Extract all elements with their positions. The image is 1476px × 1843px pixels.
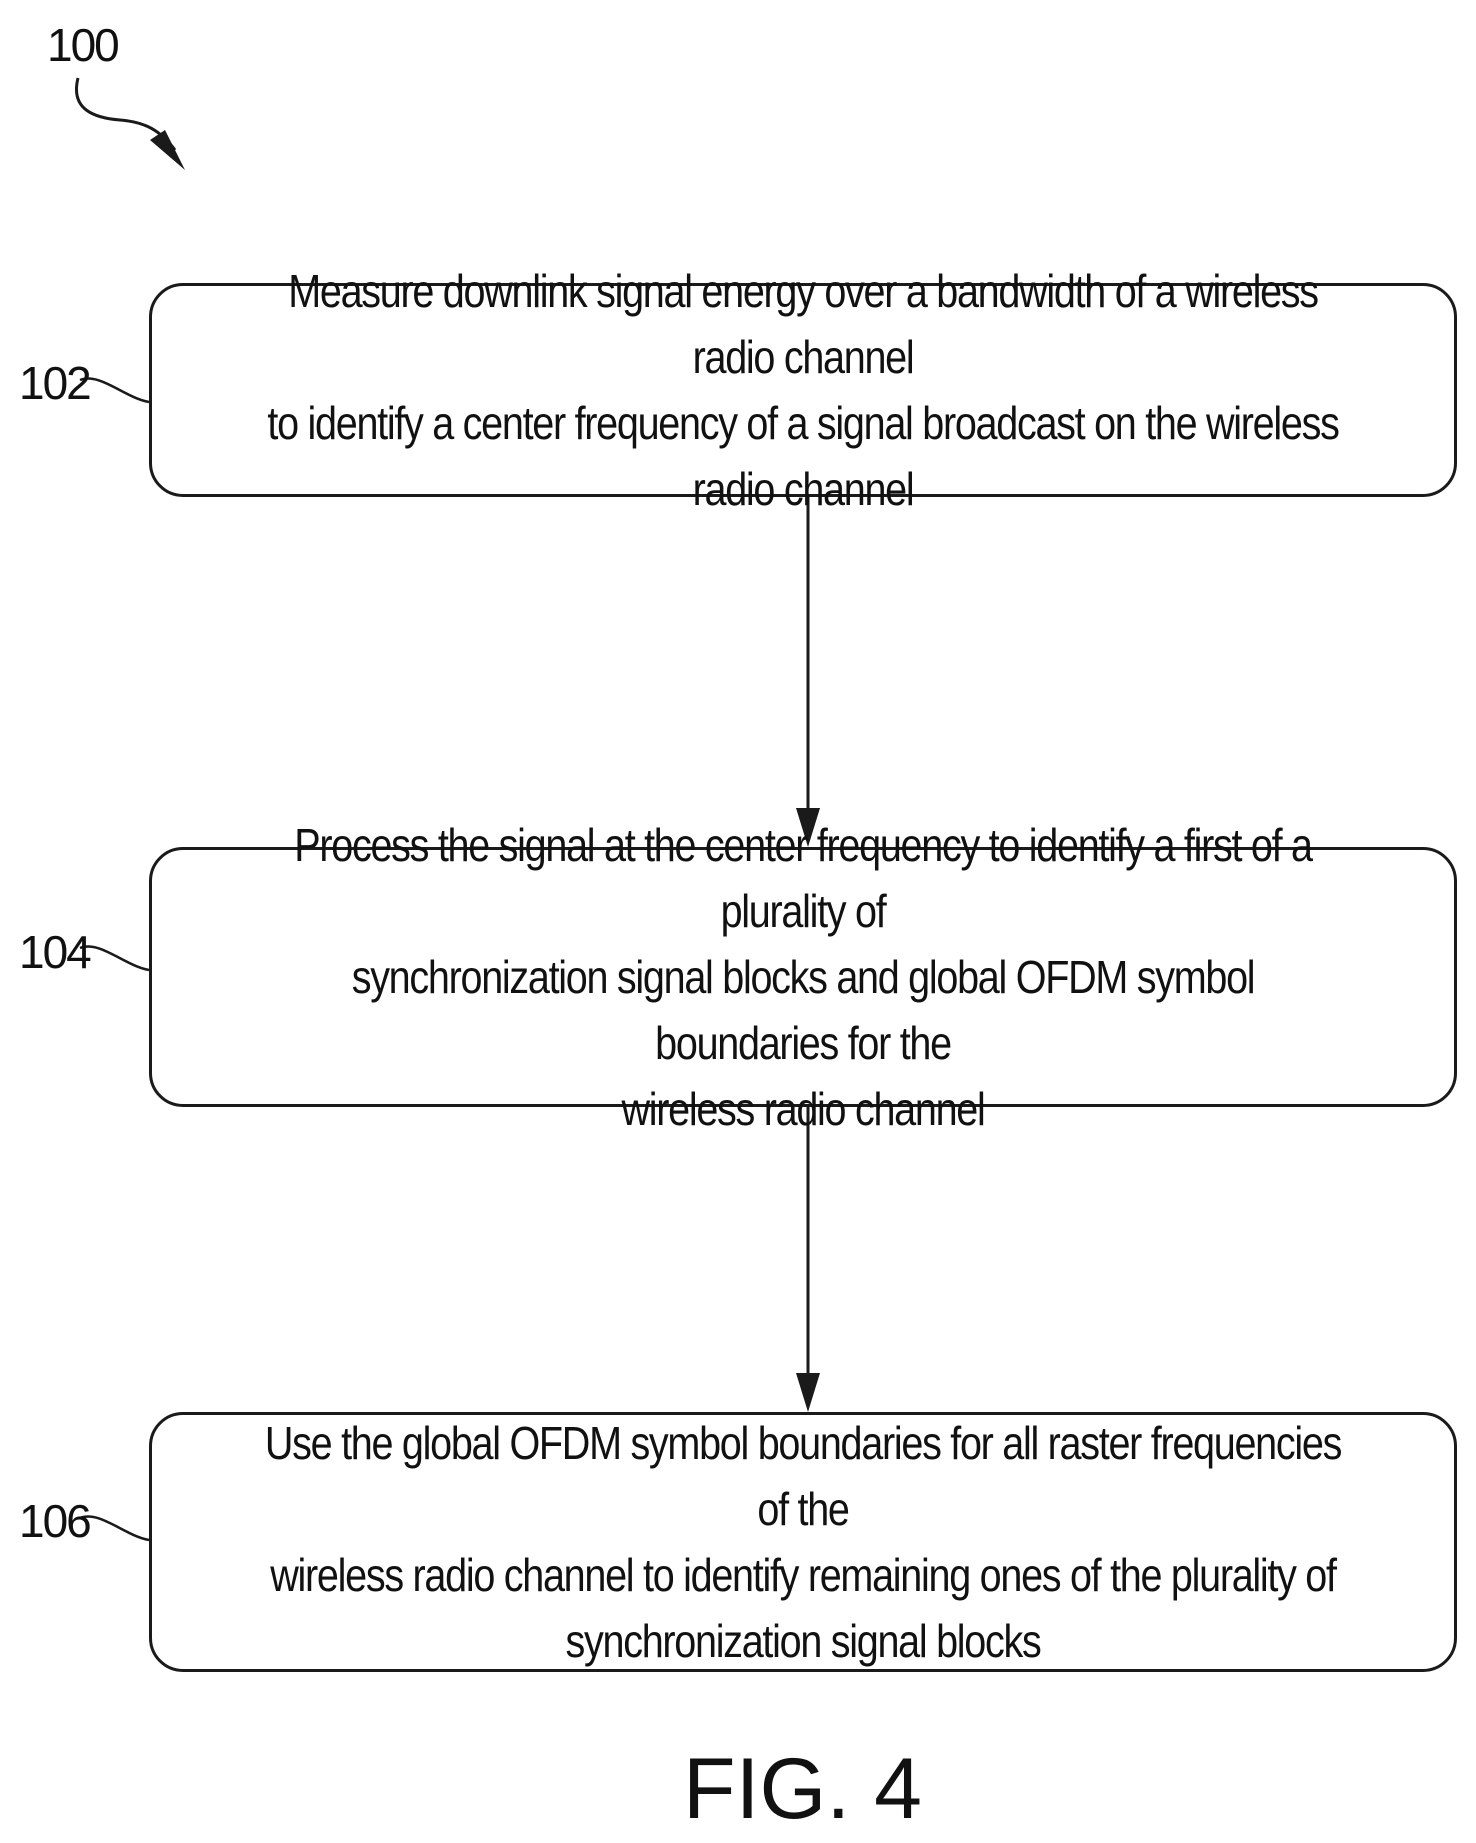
step-box-measure-energy: Measure downlink signal energy over a ba… (149, 283, 1457, 497)
figure-reference-number: 100 (47, 22, 118, 68)
step-box-process-signal: Process the signal at the center frequen… (149, 847, 1457, 1107)
step-text-measure-energy: Measure downlink signal energy over a ba… (260, 258, 1345, 522)
figure-caption: FIG. 4 (0, 1744, 1476, 1834)
step-reference-104: 104 (19, 929, 90, 975)
step-reference-106: 106 (19, 1498, 90, 1544)
step-reference-102: 102 (19, 360, 90, 406)
figure-ref-arrowhead (150, 130, 185, 170)
leader-line-104 (80, 946, 149, 970)
flow-arrowhead-106 (796, 1373, 820, 1412)
leader-line-102 (80, 378, 149, 402)
leader-line-106 (80, 1516, 149, 1540)
step-text-process-signal: Process the signal at the center frequen… (260, 812, 1345, 1142)
step-box-use-boundaries: Use the global OFDM symbol boundaries fo… (149, 1412, 1457, 1672)
step-text-use-boundaries: Use the global OFDM symbol boundaries fo… (260, 1410, 1345, 1674)
